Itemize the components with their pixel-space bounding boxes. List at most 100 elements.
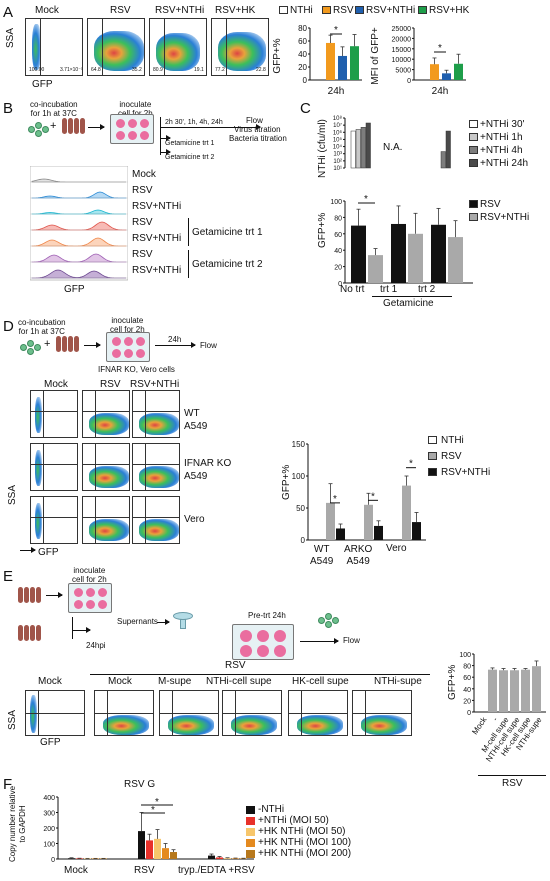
top-y-tick-label: 10³	[333, 152, 342, 158]
x-label: 24h	[328, 86, 345, 97]
bottom-y-tick-label: 80	[334, 215, 342, 222]
flow-plot-d	[132, 443, 180, 491]
y-tick-label: 80	[463, 664, 471, 671]
histogram-stack	[30, 166, 128, 281]
plus-icon-d: +	[44, 338, 51, 350]
legend-swatch-rsv-nthi	[355, 6, 364, 14]
flow-title-rsv-hk: RSV+HK	[215, 5, 256, 16]
b-step2: inoculate cell for 2h	[118, 100, 153, 118]
bottom-bar	[408, 233, 423, 283]
bar	[208, 855, 215, 859]
bar	[138, 831, 145, 859]
bottom-y-tick-label: 100	[330, 199, 342, 206]
flow-x-axis-a: GFP	[32, 79, 53, 90]
flow-title-rsv-nthi: RSV+NTHi	[155, 5, 205, 16]
f-cat-rsv: RSV	[134, 865, 155, 876]
y-tick-label: 60	[298, 37, 307, 46]
y-tick-label: 0	[303, 76, 308, 85]
top-y-tick-label: 10⁵	[333, 136, 343, 143]
e-step1: inoculate cell for 2h	[72, 566, 107, 585]
bottom-y-tick-label: 60	[334, 232, 342, 239]
b-step1: co-incubation for 1h at 37C	[30, 100, 78, 119]
histogram-trace	[31, 178, 126, 183]
top-y-tick-label: 10⁷	[333, 122, 342, 129]
flow-plot-rsv-hk-a: 77.2 22.8	[211, 18, 269, 76]
legend-swatch-nthi	[279, 6, 288, 14]
group-label-trt2: Getamicine trt 2	[192, 259, 263, 270]
d-chart-ylabel: GFP+%	[281, 464, 292, 500]
c-cat-notrt: No trt	[340, 284, 365, 295]
bar	[170, 852, 177, 859]
legend-swatch-rsv-hk	[418, 6, 427, 14]
legend-c-1h-label: +NTHi 1h	[480, 132, 523, 143]
legend-c-30-label: +NTHi 30'	[480, 119, 525, 130]
d-title-rsv: RSV	[100, 379, 121, 390]
bar	[374, 525, 383, 540]
bottom-bar	[448, 237, 463, 283]
legend-d-nthi-label: NTHi	[441, 435, 464, 446]
hist-label-rsv-trt2: RSV	[132, 249, 153, 260]
bottom-bar	[368, 255, 383, 283]
f-legend-swatch	[246, 839, 255, 847]
hist-label-mock: Mock	[132, 169, 156, 180]
y-tick-label: 0	[51, 857, 55, 863]
plate-icon-e1	[68, 583, 112, 613]
legend-d-rsv	[428, 452, 437, 460]
y-tick-label: 50	[296, 504, 305, 513]
legend-c-1h	[469, 133, 478, 141]
panel-label-a: A	[3, 4, 14, 21]
legend-d-rsv-nthi-label: RSV+NTHi	[441, 467, 491, 478]
bar	[326, 502, 335, 540]
f-cat-tryp: tryp./EDTA +RSV	[178, 865, 255, 876]
na-label: N.A.	[383, 142, 403, 153]
hist-frame	[30, 166, 128, 281]
hist-label-rsv-nthi-trt1: RSV+NTHi	[132, 233, 182, 244]
d-cat-wt: WT A549	[310, 544, 334, 567]
sig-star: *	[371, 491, 375, 502]
flow-plot-e	[352, 690, 412, 736]
legend-c-rsv	[469, 200, 478, 208]
b-output-virus: Virus titration	[234, 125, 281, 134]
f-title: RSV G	[124, 779, 156, 790]
top-bar	[365, 122, 371, 169]
sig-star: *	[334, 25, 338, 36]
f-legend-swatch	[246, 817, 255, 825]
top-bar	[360, 127, 366, 169]
bar	[146, 840, 153, 859]
d-x-axis: GFP	[38, 547, 59, 558]
e-group-label: RSV	[502, 778, 523, 789]
histogram-trace	[31, 269, 126, 279]
y-tick-label: 150	[292, 440, 306, 449]
d-y-axis: SSA	[7, 484, 18, 505]
sig-star: *	[364, 194, 368, 205]
arrow-icon-d	[84, 342, 101, 348]
y-tick-label: 80	[298, 24, 307, 33]
bar	[336, 528, 345, 540]
d-cat-vero: Vero	[386, 543, 407, 554]
panel-label-b: B	[3, 100, 14, 117]
bar	[162, 848, 169, 859]
bar	[240, 858, 247, 859]
d-time: 24h	[168, 335, 182, 344]
y-tick-label: 300	[43, 811, 55, 818]
y-label: GFP+%	[272, 38, 283, 73]
legend-c-24h-label: +NTHi 24h	[480, 158, 529, 169]
flow-y-axis-a: SSA	[5, 27, 16, 48]
legend-d-rsv-nthi	[428, 468, 437, 476]
bar	[154, 838, 161, 859]
histogram-trace	[31, 253, 127, 263]
group-label-trt1: Getamicine trt 1	[192, 227, 263, 238]
b-output-bacteria: Bacteria titration	[229, 134, 287, 143]
top-y-tick-label: 10²	[333, 159, 342, 165]
legend-c-4h	[469, 146, 478, 154]
flow-plot-d	[132, 390, 180, 438]
c-bottom-ylabel: GFP+%	[317, 212, 328, 248]
top-y-tick-label: 10⁴	[333, 144, 343, 151]
d-row-wt: WT A549	[184, 408, 208, 432]
y-tick-label: 40	[463, 687, 471, 694]
f-legend-label: +HK NTHi (MOI 200)	[258, 848, 352, 859]
bar-rsv-hk	[350, 46, 359, 80]
y-label: MFI of GFP+	[370, 27, 381, 85]
